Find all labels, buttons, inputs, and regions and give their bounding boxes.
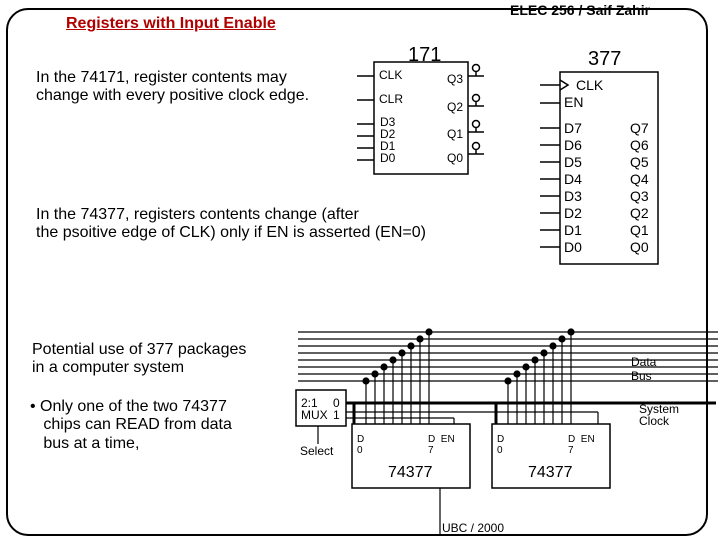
chip-171-q1-pin: Q1 [447,127,464,141]
chip-377-symbol [540,71,659,265]
chip-377-en-pin: EN [564,94,584,110]
register-a-bus-taps [362,328,433,424]
chip-171-q0-pin: Q0 [447,151,464,165]
footer-label: UBC / 2000 [442,521,505,535]
select-label: Select [300,444,334,458]
page-title[interactable]: Registers with Input Enable [66,15,276,32]
system-clock-label: System Clock [639,402,680,428]
chip-377-number: 377 [588,48,622,70]
register-b-bus-taps [504,328,575,424]
chip-171-clk-pin: CLK [379,68,403,82]
mux-input-1: 1 [333,408,340,422]
register-a-d7-en-pins: D EN 7 [428,434,455,456]
register-b-d7-en-pins: D EN 7 [568,434,595,456]
chip-171-number: 171 [408,44,442,66]
chip-171-d-pins: D3 D2 D1 D0 [380,115,396,165]
mux-input-0: 0 [333,396,340,410]
slide-frame [6,8,708,536]
bullet-one-chip-reads: • Only one of the two 74377 chips can RE… [30,398,232,452]
chip-377-d-pins: D7 D6 D5 D4 D3 D2 D1 D0 [564,120,582,255]
data-bus-label: Data Bus [631,355,657,383]
text-74377-description: In the 74377, registers contents change … [36,206,426,242]
author-label: ELEC 256 / Saif Zahir [510,2,651,18]
chip-171-clr-pin: CLR [379,92,404,106]
chip-377-clk-pin: CLK [576,77,604,93]
register-a-d0-pin: D 0 [357,434,365,456]
data-bus [298,331,718,382]
register-b-d0-pin: D 0 [497,434,505,456]
control-wiring [295,389,716,534]
register-a-name: 74377 [388,464,433,481]
chip-171-q3-pin: Q3 [447,72,464,86]
register-boxes [351,423,611,489]
chip-171-symbol [357,61,484,175]
mux-label: 2:1 MUX [301,396,328,422]
register-b-name: 74377 [528,464,573,481]
text-74171-description: In the 74171, register contents may chan… [36,69,310,105]
chip-377-q-pins: Q7 Q6 Q5 Q4 Q3 Q2 Q1 Q0 [630,120,649,255]
text-potential-use: Potential use of 377 packages in a compu… [32,341,247,377]
chip-171-q2-pin: Q2 [447,100,464,114]
